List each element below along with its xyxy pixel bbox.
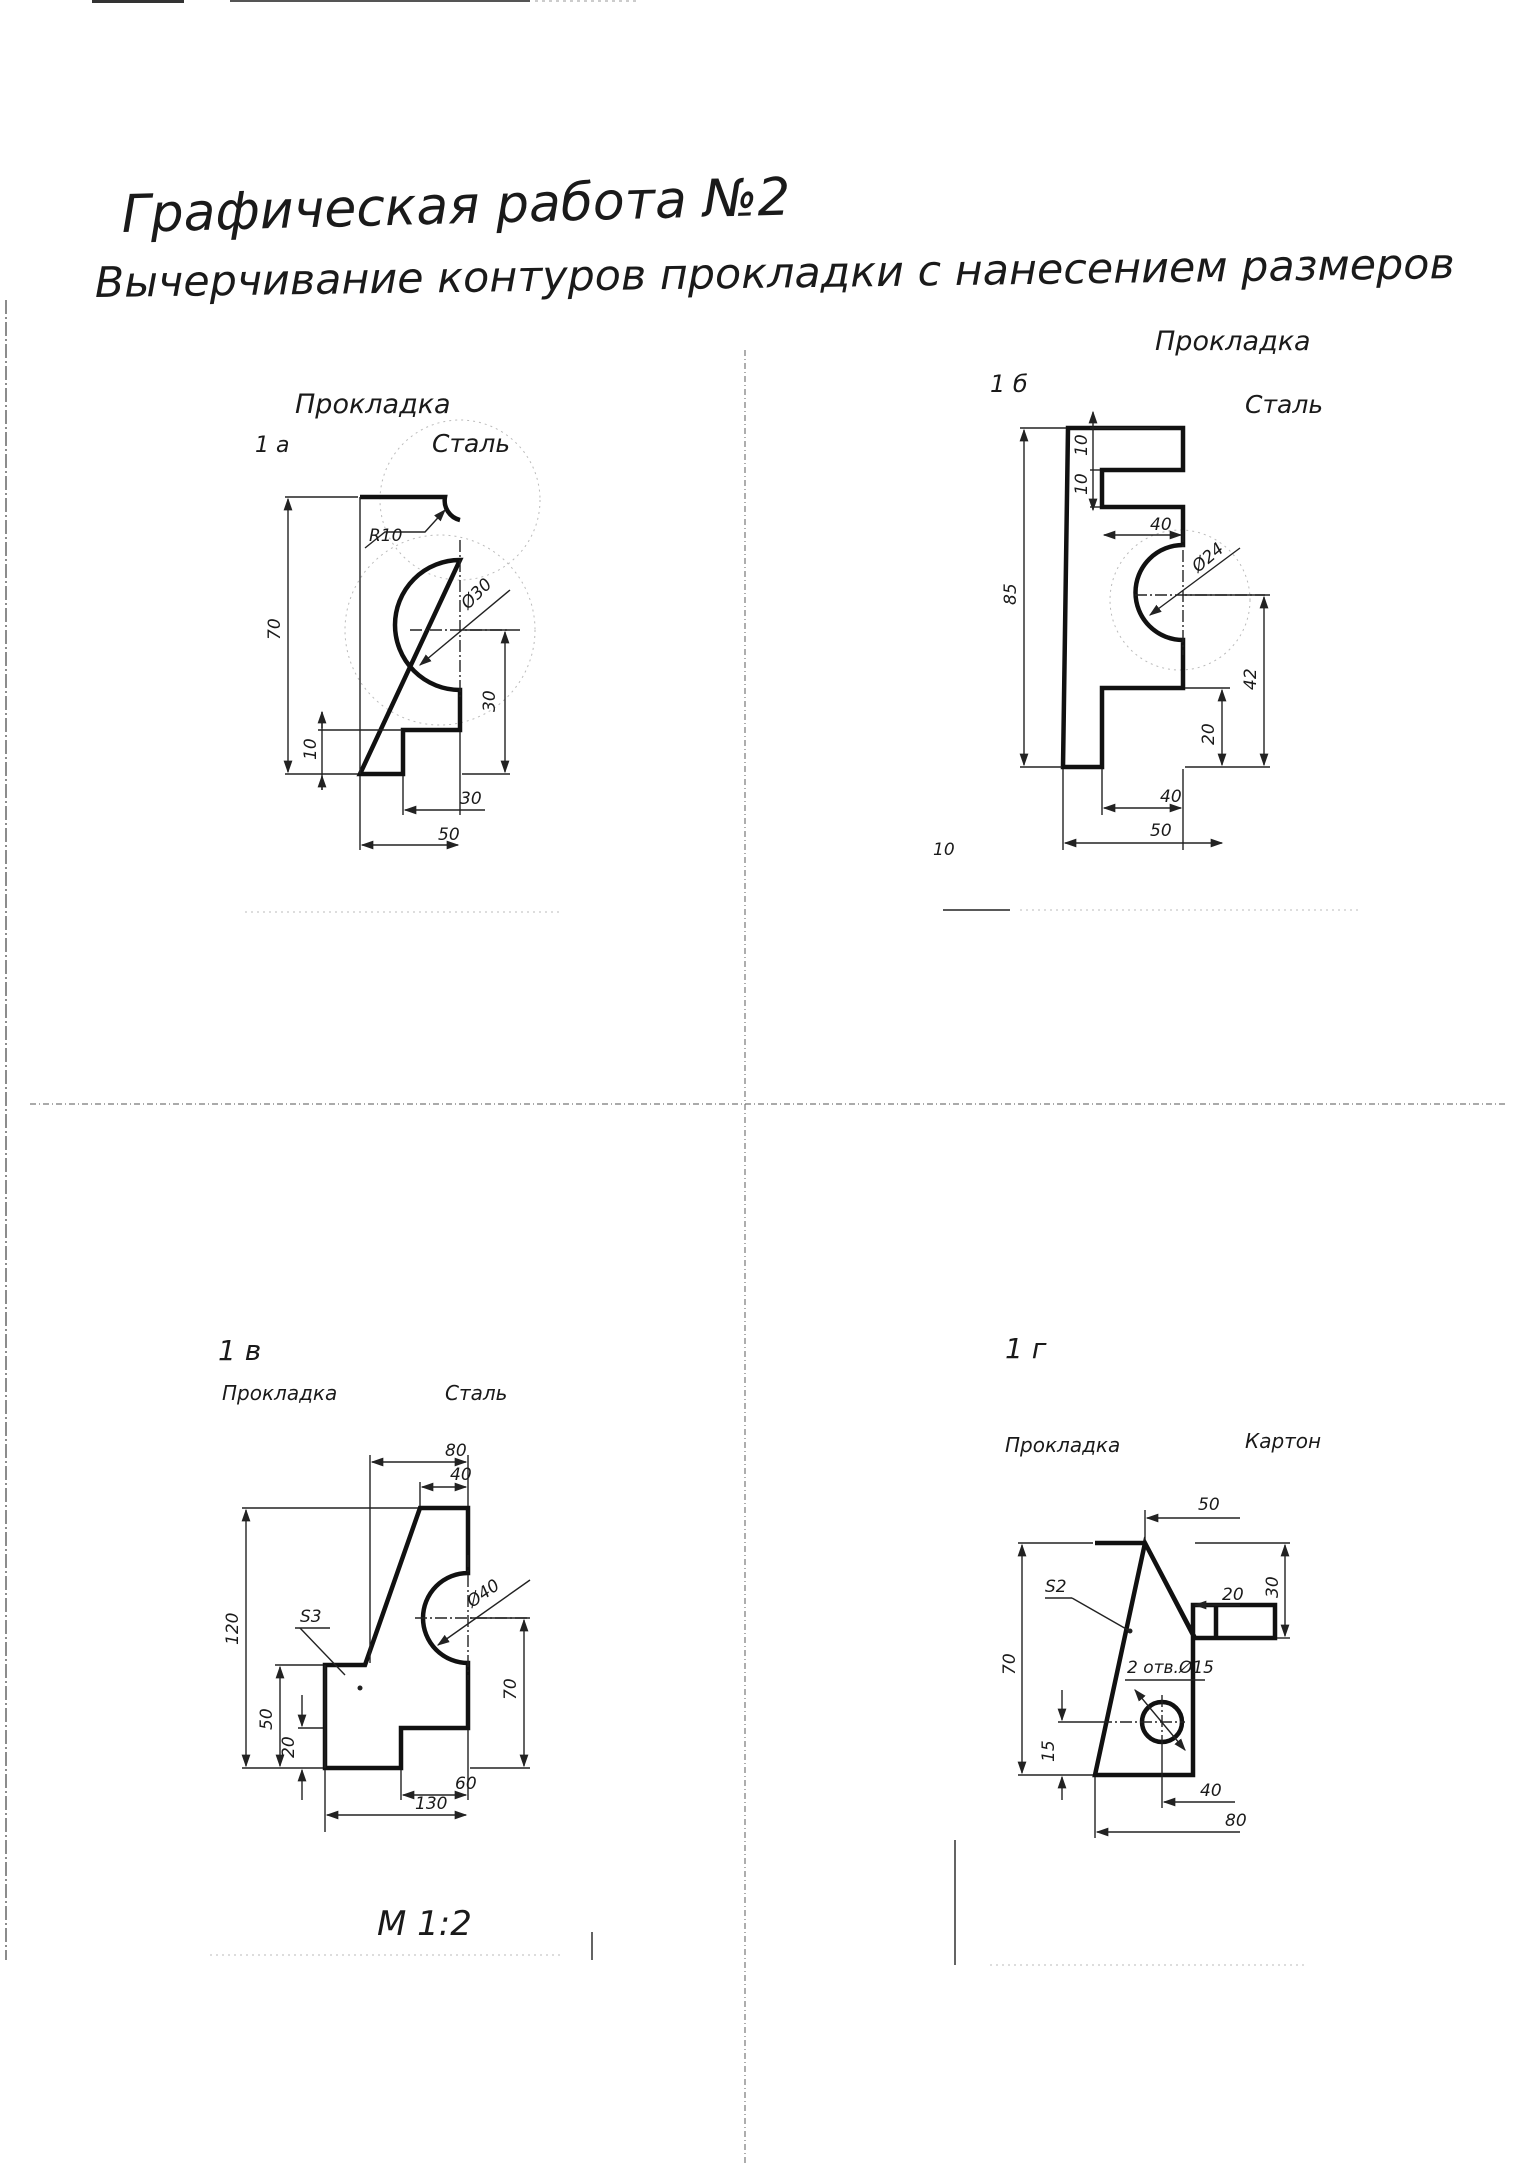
dim-1v-80: 80	[445, 1441, 467, 1461]
drawing-1g: 1 г Прокладка Картон 2 отв.Ø15 S2 50 20 …	[954, 1332, 1321, 1966]
page-title: Графическая работа №2	[121, 168, 791, 245]
material-1a: Сталь	[432, 429, 510, 458]
part-outline-1g	[1092, 1536, 1278, 1778]
dim-1g-50: 50	[1198, 1495, 1220, 1515]
part-name-1g: Прокладка	[1005, 1433, 1120, 1457]
dim-1v-130: 130	[415, 1794, 447, 1814]
scale-note: М 1:2	[377, 1904, 472, 1944]
material-1v: Сталь	[445, 1381, 507, 1405]
dim-1b-20: 20	[1199, 723, 1219, 745]
part-outline-1v	[322, 1505, 471, 1771]
dim-1b-40-bottom: 40	[1160, 787, 1182, 807]
dim-1b-10-a: 10	[1072, 434, 1092, 456]
dim-1v-120: 120	[223, 1613, 243, 1645]
dim-1g-40: 40	[1200, 1781, 1222, 1801]
dim-1a-50: 50	[438, 825, 460, 845]
dim-1v-60: 60	[455, 1774, 477, 1794]
part-name-1a: Прокладка	[295, 389, 451, 420]
material-1b: Сталь	[1245, 390, 1323, 419]
dim-1v-50: 50	[257, 1708, 277, 1730]
task-number-1b: 1 б	[990, 370, 1028, 398]
drawing-1v: 1 в Прокладка Сталь S3 80 40 Ø40 120	[210, 1334, 593, 1960]
part-outline-1a	[356, 494, 464, 777]
dim-1g-80: 80	[1225, 1811, 1247, 1831]
dim-1g-15: 15	[1039, 1740, 1059, 1762]
dim-1b-85: 85	[1001, 583, 1021, 605]
scan-artifact-top	[92, 0, 640, 3]
dim-1g-20: 20	[1222, 1585, 1244, 1605]
dim-1b-40-top: 40	[1150, 515, 1172, 535]
dim-1a-30-h: 30	[460, 789, 482, 809]
dim-1g-30: 30	[1263, 1576, 1283, 1598]
dim-1g-holes: 2 отв.Ø15	[1127, 1658, 1214, 1678]
dim-1a-70: 70	[265, 618, 285, 640]
dim-1b-10-b: 10	[1072, 473, 1092, 495]
dim-1v-40: 40	[450, 1465, 472, 1485]
dim-1v-s3: S3	[300, 1607, 322, 1627]
task-number-1g: 1 г	[1005, 1332, 1047, 1365]
drawing-1a: Прокладка 1 а Сталь R10 Ø30 70 10	[245, 389, 560, 913]
dim-1a-30-v: 30	[480, 690, 500, 712]
dim-1g-70: 70	[1000, 1653, 1020, 1675]
material-1g: Картон	[1245, 1429, 1321, 1453]
dim-1a-10: 10	[301, 738, 321, 760]
dim-1b-42: 42	[1241, 668, 1261, 690]
dim-1v-20: 20	[279, 1736, 299, 1758]
dim-1a-r10: R10	[369, 526, 402, 546]
drawing-1b: Прокладка 1 б Сталь 10 10 40 Ø24 85 42	[933, 326, 1360, 911]
part-name-1v: Прокладка	[222, 1381, 337, 1405]
stray-mark: 10	[933, 840, 955, 860]
dim-1b-50: 50	[1150, 821, 1172, 841]
dim-1g-s2: S2	[1045, 1577, 1067, 1597]
dim-1a-d30: Ø30	[457, 575, 497, 615]
task-number-1v: 1 в	[218, 1334, 261, 1367]
part-name-1b: Прокладка	[1155, 326, 1311, 357]
page-subtitle: Вычерчивание контуров прокладки с нанесе…	[94, 239, 1455, 307]
dim-1v-d40: Ø40	[463, 1576, 504, 1613]
dim-1v-70: 70	[501, 1678, 521, 1700]
task-number-1a: 1 а	[255, 433, 289, 458]
